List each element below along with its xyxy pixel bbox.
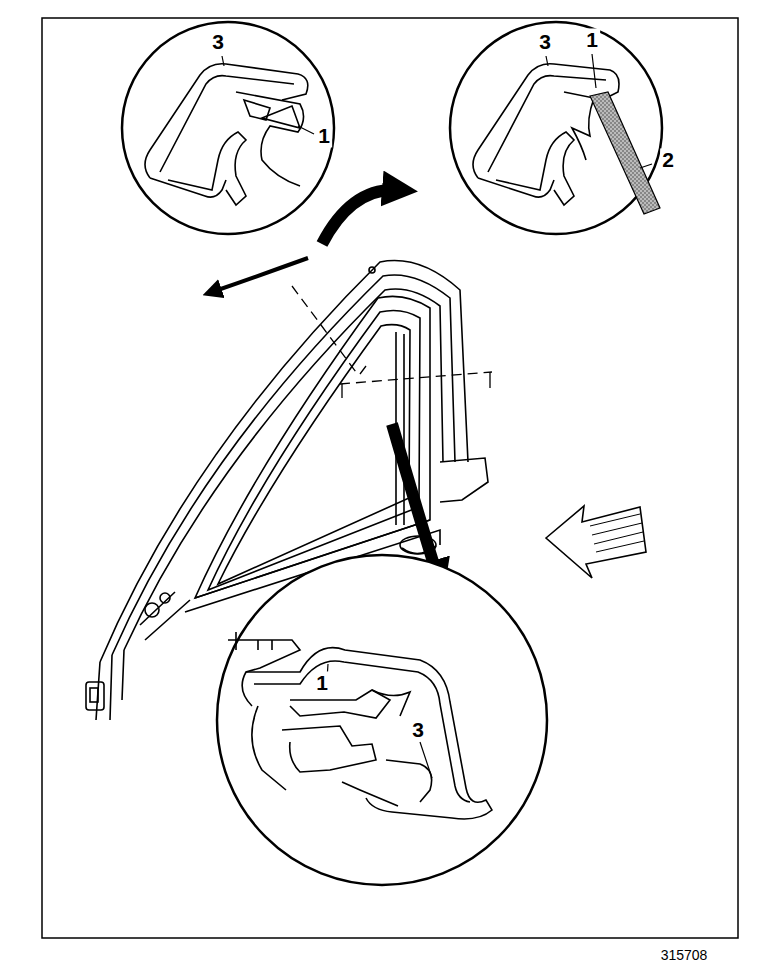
direction-arrow (546, 506, 646, 578)
view-arrow (212, 190, 438, 578)
callout-number: 2 (660, 148, 676, 171)
detail-circle (450, 22, 662, 234)
callout-number: 3 (210, 30, 226, 53)
callout-number: 1 (314, 671, 330, 694)
section-line (292, 286, 492, 384)
detail-circle (217, 555, 547, 885)
callout-number: 3 (410, 718, 426, 741)
callout-number: 1 (316, 124, 332, 147)
detail-circle (122, 22, 334, 234)
callout-number: 3 (537, 30, 553, 53)
callout-number: 1 (584, 28, 600, 51)
section-ticks (342, 366, 490, 398)
figure-number: 315708 (659, 948, 710, 963)
frame (42, 18, 738, 938)
